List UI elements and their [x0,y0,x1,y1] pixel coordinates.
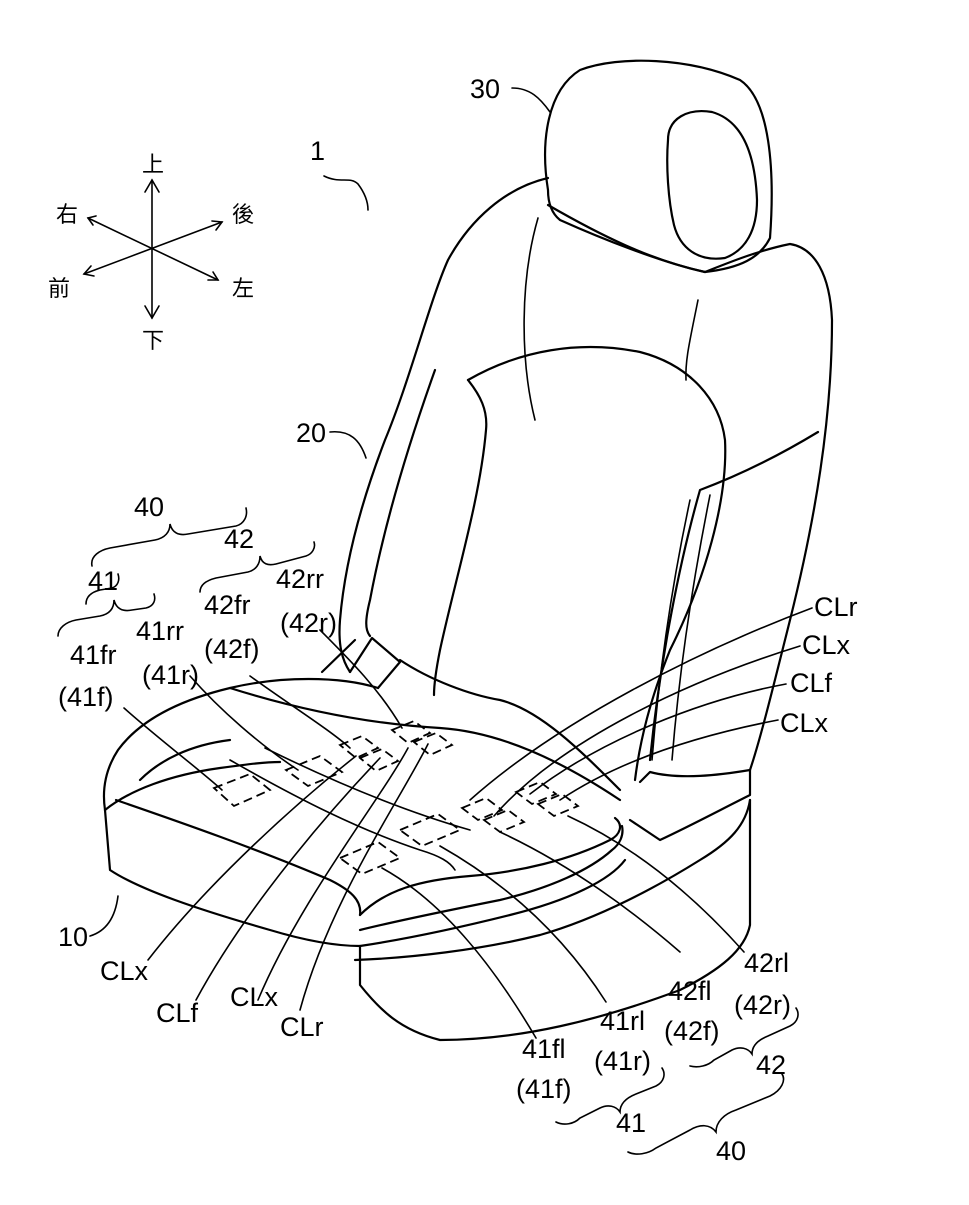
label-40-bottom: 40 [716,1136,746,1166]
label-42rr: 42rr [276,564,324,594]
label-40-top: 40 [134,492,164,522]
dir-right-label: 右 [56,203,78,228]
label-41rl-sub: (41r) [594,1046,651,1076]
dir-front-label: 前 [48,277,70,302]
seat-back [320,176,834,842]
label-41-bottom: 41 [616,1108,646,1138]
leader-lines [89,87,813,1039]
label-41rr: 41rr [136,616,184,646]
dir-up-label: 上 [142,153,164,178]
label-41rr-sub: (41r) [142,660,199,690]
sensor-regions [212,719,580,876]
label-cushion: 10 [58,922,88,952]
label-41rl: 41rl [600,1006,645,1036]
label-41-top: 41 [88,566,118,596]
label-42rr-sub: (42r) [280,608,337,638]
label-clx-left-1: CLx [100,956,149,986]
label-41fr-sub: (41f) [58,682,114,712]
reference-labels: 1 10 20 30 40 42 41 41fr (41f) 41rr (41r… [58,74,858,1166]
dir-down-label: 下 [142,329,164,354]
label-42-bottom: 42 [756,1050,786,1080]
seat-cushion [102,658,752,1042]
direction-indicator: 上 下 右 前 後 左 [48,153,254,354]
label-clr-left: CLr [280,1012,324,1042]
label-back: 20 [296,418,326,448]
label-clr-right: CLr [814,592,858,622]
label-42rl-sub: (42r) [734,990,791,1020]
label-headrest: 30 [470,74,500,104]
label-41fr: 41fr [70,640,117,670]
dir-rear-label: 後 [232,203,254,228]
label-clx-right-2: CLx [780,708,829,738]
label-seat: 1 [310,136,325,166]
braces [57,507,799,1155]
label-clf-left: CLf [156,998,199,1028]
label-41fl: 41fl [522,1034,566,1064]
label-42fr: 42fr [204,590,251,620]
label-clx-right-1: CLx [802,630,851,660]
label-42rl: 42rl [744,948,789,978]
label-42fr-sub: (42f) [204,634,260,664]
label-clf-right: CLf [790,668,833,698]
headrest [544,59,773,274]
label-42fl: 42fl [668,976,712,1006]
label-41fl-sub: (41f) [516,1074,572,1104]
label-clx-left-2: CLx [230,982,279,1012]
dir-left-label: 左 [232,277,254,302]
label-42fl-sub: (42f) [664,1016,720,1046]
label-42-top: 42 [224,524,254,554]
